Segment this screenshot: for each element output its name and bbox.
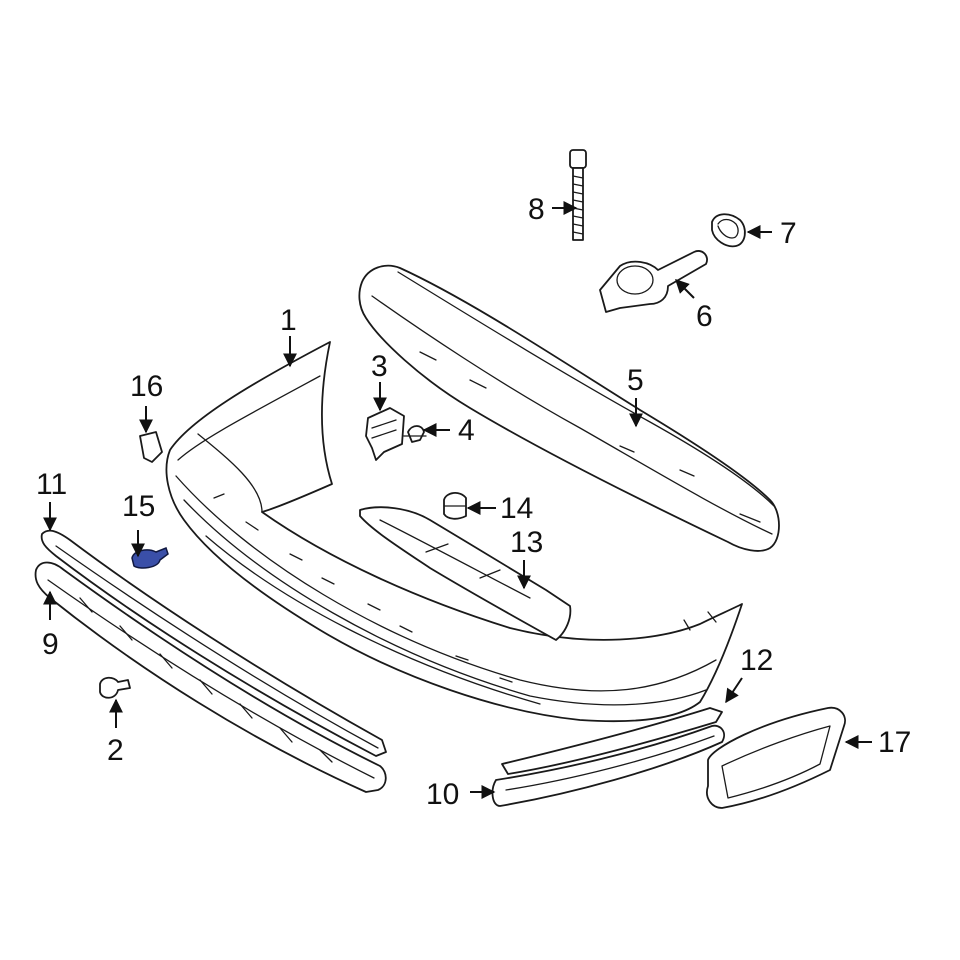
part-14-nut[interactable] (443, 492, 467, 520)
callout-17: 17 (878, 726, 911, 759)
callout-2: 2 (107, 734, 124, 767)
part-8-bolt[interactable] (569, 149, 587, 241)
callout-15: 15 (122, 490, 155, 523)
part-1-bumper-cover[interactable] (165, 341, 743, 723)
part-7-gasket[interactable] (711, 213, 746, 248)
part-2-pin[interactable] (99, 676, 131, 699)
callout-1: 1 (280, 304, 297, 337)
callout-16: 16 (130, 370, 163, 403)
callout-labels: 1 2 3 4 5 6 7 8 9 10 11 12 13 14 15 16 1… (36, 193, 911, 811)
part-16-clip[interactable] (139, 431, 163, 463)
part-10-lower-trim[interactable] (491, 724, 725, 807)
part-5-impact-bar[interactable] (358, 264, 780, 552)
callout-4: 4 (458, 414, 475, 447)
callout-8: 8 (528, 193, 545, 226)
callout-11: 11 (36, 468, 67, 501)
part-9-lower-strip[interactable] (34, 561, 387, 793)
callout-3: 3 (371, 350, 388, 383)
leader-12 (725, 677, 743, 704)
callout-10: 10 (426, 778, 459, 811)
callout-13: 13 (510, 526, 543, 559)
part-6-mount-tube[interactable] (599, 250, 708, 313)
part-13-side-bracket[interactable] (359, 506, 572, 641)
callout-9: 9 (42, 628, 59, 661)
callout-6: 6 (696, 300, 713, 333)
callout-12: 12 (740, 644, 773, 677)
part-3-bracket[interactable] (365, 407, 405, 461)
callout-5: 5 (627, 364, 644, 397)
leader-6 (675, 279, 695, 299)
part-12-lip-strip[interactable] (501, 707, 723, 775)
leader-lines (43, 201, 872, 799)
part-11-upper-strip[interactable] (40, 529, 387, 757)
part-4-clip[interactable] (403, 425, 427, 443)
callout-14: 14 (500, 492, 533, 525)
part-17-grille[interactable] (706, 706, 846, 809)
callout-7: 7 (780, 217, 797, 250)
